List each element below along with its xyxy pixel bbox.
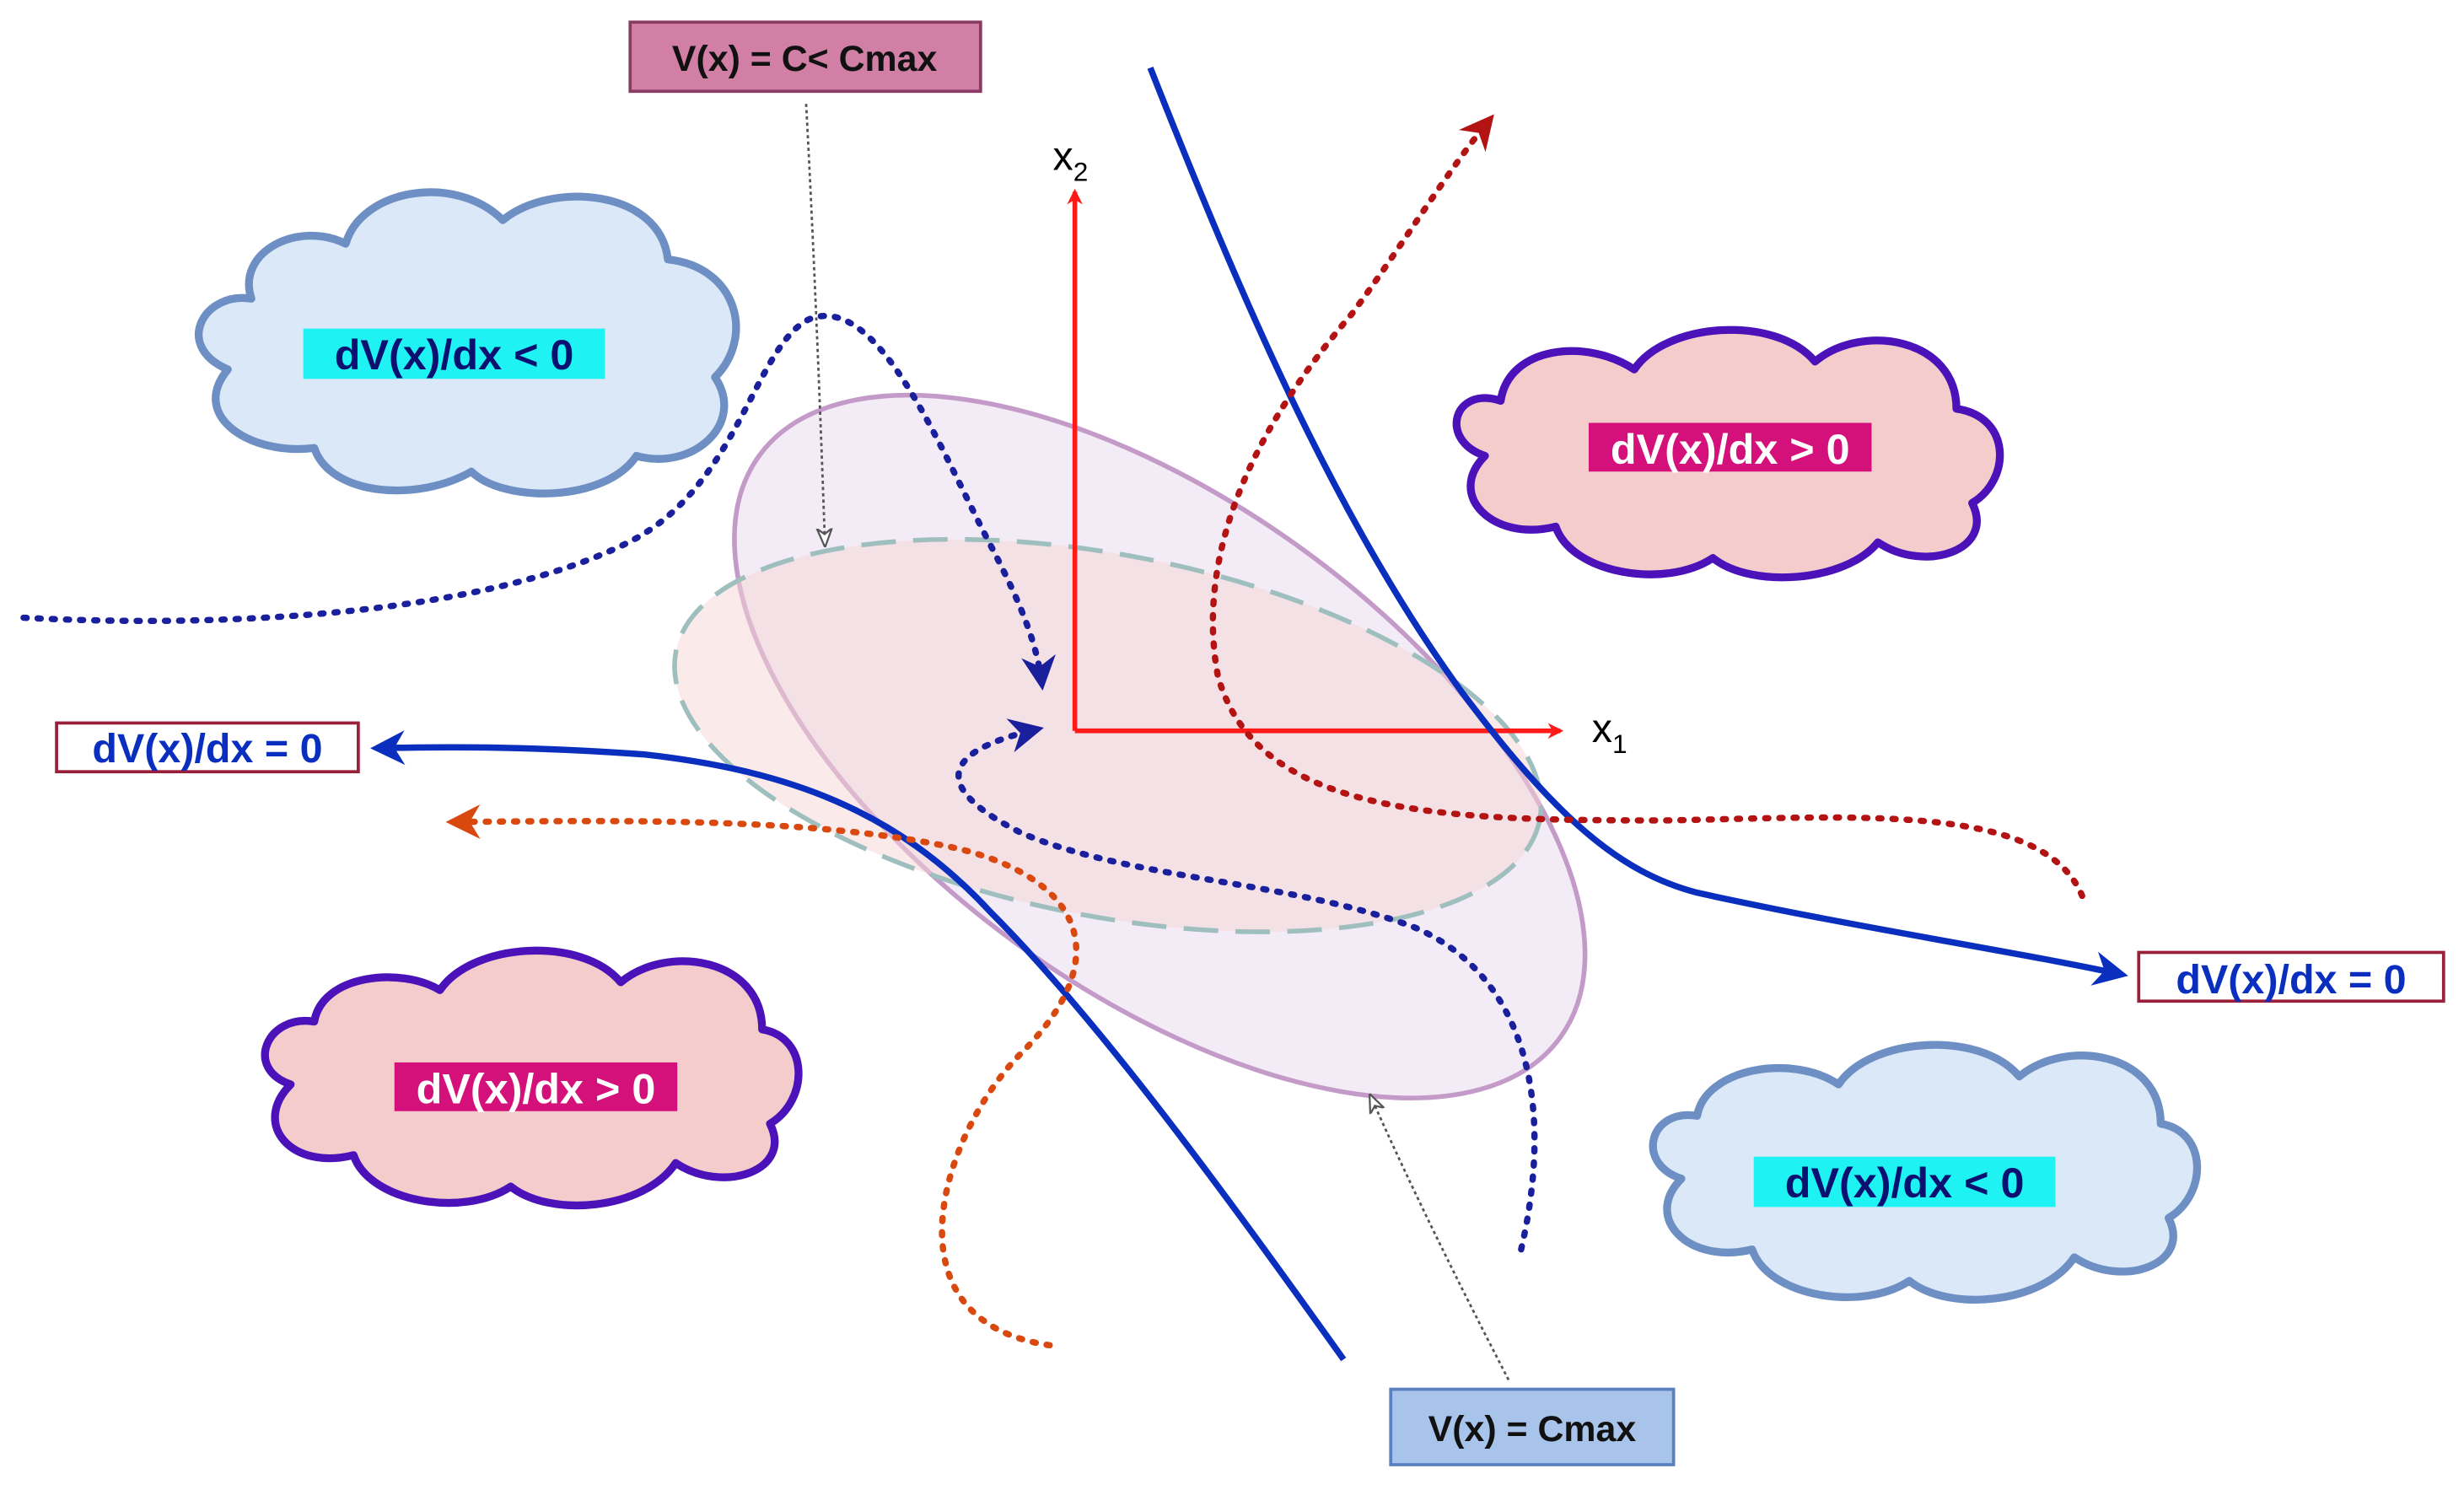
callout-pointer-c [804,104,825,546]
zero-box-right [2137,950,2445,1003]
callout-pointer-cmax [1370,1095,1510,1381]
callout-label-c: V(x) = C< Cmax [672,39,938,79]
cloud-label-top-right: dV(x)/dx > 0 [1611,425,1850,473]
separatrix-right [1147,66,2128,986]
zero-box-left [55,721,360,774]
cloud-label-bottom-left: dV(x)/dx > 0 [417,1064,656,1112]
x1-axis-label: x1 [1592,706,1627,759]
x2-axis-label: x2 [1053,133,1089,186]
zero-label-right: dV(x)/dx = 0 [2176,957,2406,1003]
trajectory-orange-unstable [445,804,1079,1349]
cloud-label-bottom-right: dV(x)/dx < 0 [1785,1159,2025,1207]
callout-box-cmax [1389,1387,1676,1466]
label-bg-top-left [303,328,605,379]
label-bg-top-right [1589,422,1872,472]
trajectory-blue-bottom [955,718,1538,1253]
trajectory-blue-top [20,313,1056,691]
zero-label-left: dV(x)/dx = 0 [92,726,322,772]
separatrix-left [370,730,1347,1362]
callout-box-c [628,20,982,94]
trajectory-red-unstable [1209,114,2085,900]
callout-label-cmax: V(x) = Cmax [1428,1409,1637,1450]
label-bg-bottom-right [1753,1156,2056,1208]
cloud-label-top-left: dV(x)/dx < 0 [335,331,574,379]
label-bg-bottom-left [394,1062,678,1111]
